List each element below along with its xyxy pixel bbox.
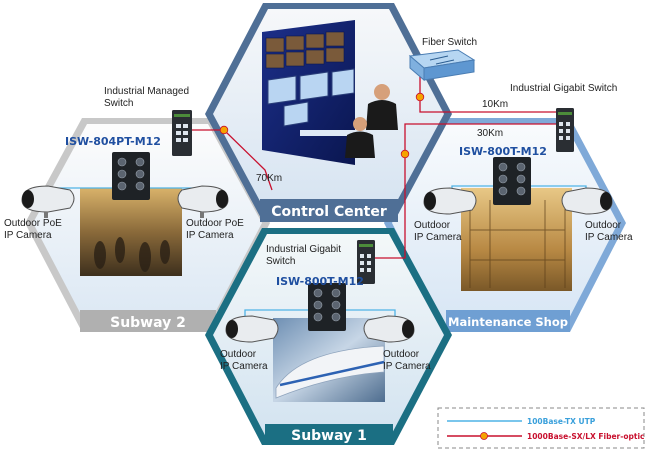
warehouse-racks: [469, 200, 566, 288]
camera-label-maint-left-1: Outdoor: [414, 220, 451, 231]
camera-icon-maint-right[interactable]: [561, 187, 613, 215]
distance-70km: 70Km: [256, 173, 282, 184]
bullet-train: [275, 345, 385, 399]
camera-label-subway1-left-1: Outdoor: [220, 349, 257, 360]
gigabit-switch-center-label-2: Switch: [266, 256, 295, 267]
subway-crowd: [94, 237, 170, 272]
control-room-photo: [262, 20, 398, 165]
model-isw-800t-m12-center: ISW-800T-M12: [276, 275, 364, 288]
camera-label-subway1-right-2: IP Camera: [383, 361, 431, 372]
gigabit-switch-center-label-1: Industrial Gigabit: [266, 244, 341, 255]
managed-switch-label-2: Switch: [104, 98, 133, 109]
model-isw-804pt-m12: ISW-804PT-M12: [65, 135, 161, 148]
zone-label-maintenance: Maintenance Shop: [448, 315, 568, 329]
camera-label-maint-right-1: Outdoor: [585, 220, 622, 231]
train-stripe: [279, 360, 385, 387]
legend-fiber-label: 1000Base-SX/LX Fiber-optic: [527, 432, 645, 441]
legend-utp-label: 100Base-TX UTP: [527, 417, 596, 426]
camera-label-maint-left-2: IP Camera: [414, 232, 462, 243]
camera-label-subway2-left-2: IP Camera: [4, 230, 52, 241]
managed-switch-label-1: Industrial Managed: [104, 86, 189, 97]
gigabit-switch-right-label: Industrial Gigabit Switch: [510, 83, 617, 94]
isw-800t-m12-center-device[interactable]: [308, 283, 346, 331]
distance-10km: 10Km: [482, 99, 508, 110]
zone-label-subway2: Subway 2: [110, 315, 186, 331]
zone-label-control-center: Control Center: [271, 204, 387, 220]
distance-30km: 30Km: [477, 128, 503, 139]
camera-icon-subway2-right[interactable]: [177, 185, 229, 218]
operator-figure: [345, 84, 398, 158]
camera-label-subway2-right-1: Outdoor PoE: [186, 218, 244, 229]
zone-label-subway1: Subway 1: [291, 428, 367, 444]
industrial-gigabit-switch-center[interactable]: [357, 240, 375, 284]
camera-icon-maint-left[interactable]: [423, 187, 477, 215]
isw-804pt-m12-device[interactable]: [112, 152, 150, 200]
camera-icon-subway1-right[interactable]: [363, 315, 415, 343]
camera-label-maint-right-2: IP Camera: [585, 232, 633, 243]
fiber-nodes: [219, 92, 425, 159]
warehouse-photo: [461, 188, 572, 291]
camera-icon-subway1-left[interactable]: [225, 315, 279, 343]
fiber-switch-label: Fiber Switch: [422, 37, 477, 48]
legend-fiber-node: [480, 432, 488, 440]
camera-label-subway1-right-1: Outdoor: [383, 349, 420, 360]
industrial-gigabit-switch-right[interactable]: [556, 108, 574, 152]
fiber-switch-device[interactable]: [408, 49, 476, 82]
camera-label-subway1-left-2: IP Camera: [220, 361, 268, 372]
camera-icon-subway2-left[interactable]: [21, 185, 75, 218]
isw-800t-m12-right-device[interactable]: [493, 157, 531, 205]
legend: 100Base-TX UTP 1000Base-SX/LX Fiber-opti…: [437, 407, 645, 449]
camera-label-subway2-left-1: Outdoor PoE: [4, 218, 62, 229]
camera-label-subway2-right-2: IP Camera: [186, 230, 234, 241]
fiber-links: [190, 73, 565, 259]
industrial-managed-switch[interactable]: [172, 110, 192, 156]
model-isw-800t-m12-right: ISW-800T-M12: [459, 145, 547, 158]
